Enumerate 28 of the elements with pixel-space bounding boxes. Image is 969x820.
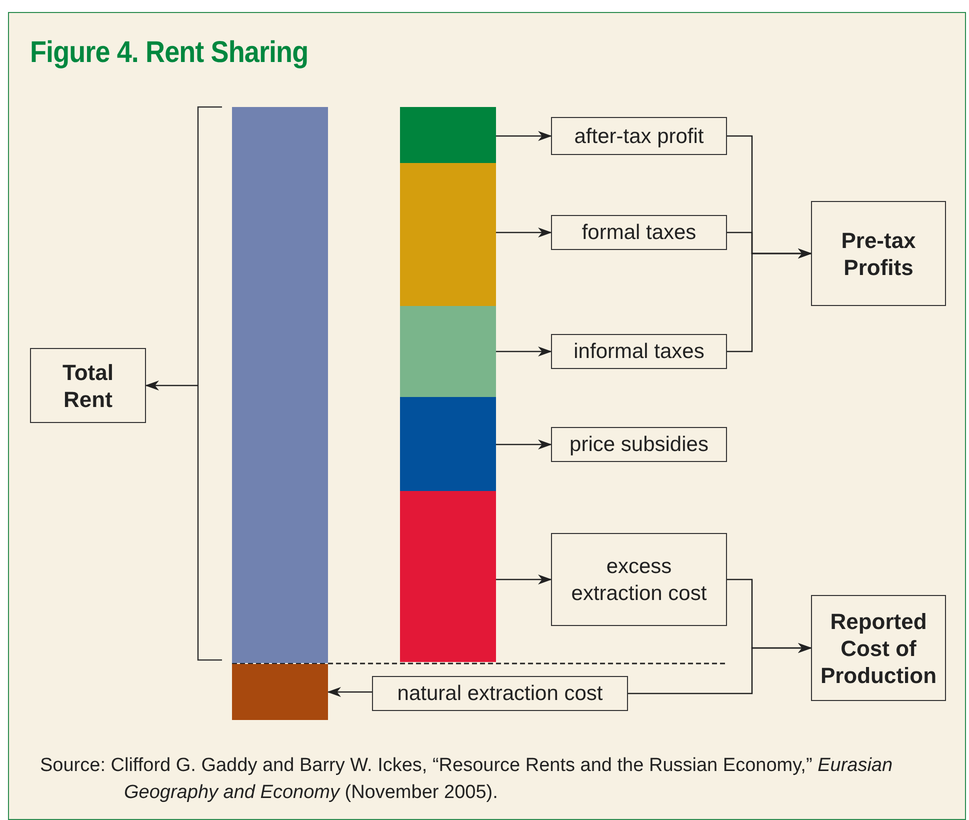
label-box: after-tax profit <box>551 117 727 155</box>
arrow <box>496 346 552 356</box>
arrow <box>496 131 552 141</box>
label-box: informal taxes <box>551 334 727 369</box>
arrow <box>496 228 552 238</box>
bar <box>232 664 328 720</box>
figure-title: Figure 4. Rent Sharing <box>30 36 308 70</box>
bar-segment <box>400 163 496 306</box>
arrow <box>327 687 372 697</box>
arrow <box>496 440 552 450</box>
summary-box: Reported Cost of Production <box>811 595 946 701</box>
bar-segment <box>400 306 496 397</box>
arrow <box>727 248 812 352</box>
arrow <box>628 643 812 694</box>
label-box: natural extraction cost <box>372 676 628 711</box>
bracket <box>197 106 222 661</box>
summary-box: Total Rent <box>30 348 146 423</box>
source-caption: Source: Clifford G. Gaddy and Barry W. Ickes, “Resource Rents and the Russian Economy,” Eurasian Geography and Economy (November 2005). <box>40 754 894 805</box>
bar-segment <box>400 491 496 662</box>
arrow <box>145 380 198 390</box>
arrow <box>496 574 552 584</box>
label-box: formal taxes <box>551 215 727 250</box>
bar-segment <box>400 397 496 491</box>
summary-box: Pre-tax Profits <box>811 201 946 306</box>
bar <box>232 107 328 663</box>
label-box: price subsidies <box>551 427 727 462</box>
bar-segment <box>400 107 496 163</box>
label-box: excess extraction cost <box>551 533 727 626</box>
